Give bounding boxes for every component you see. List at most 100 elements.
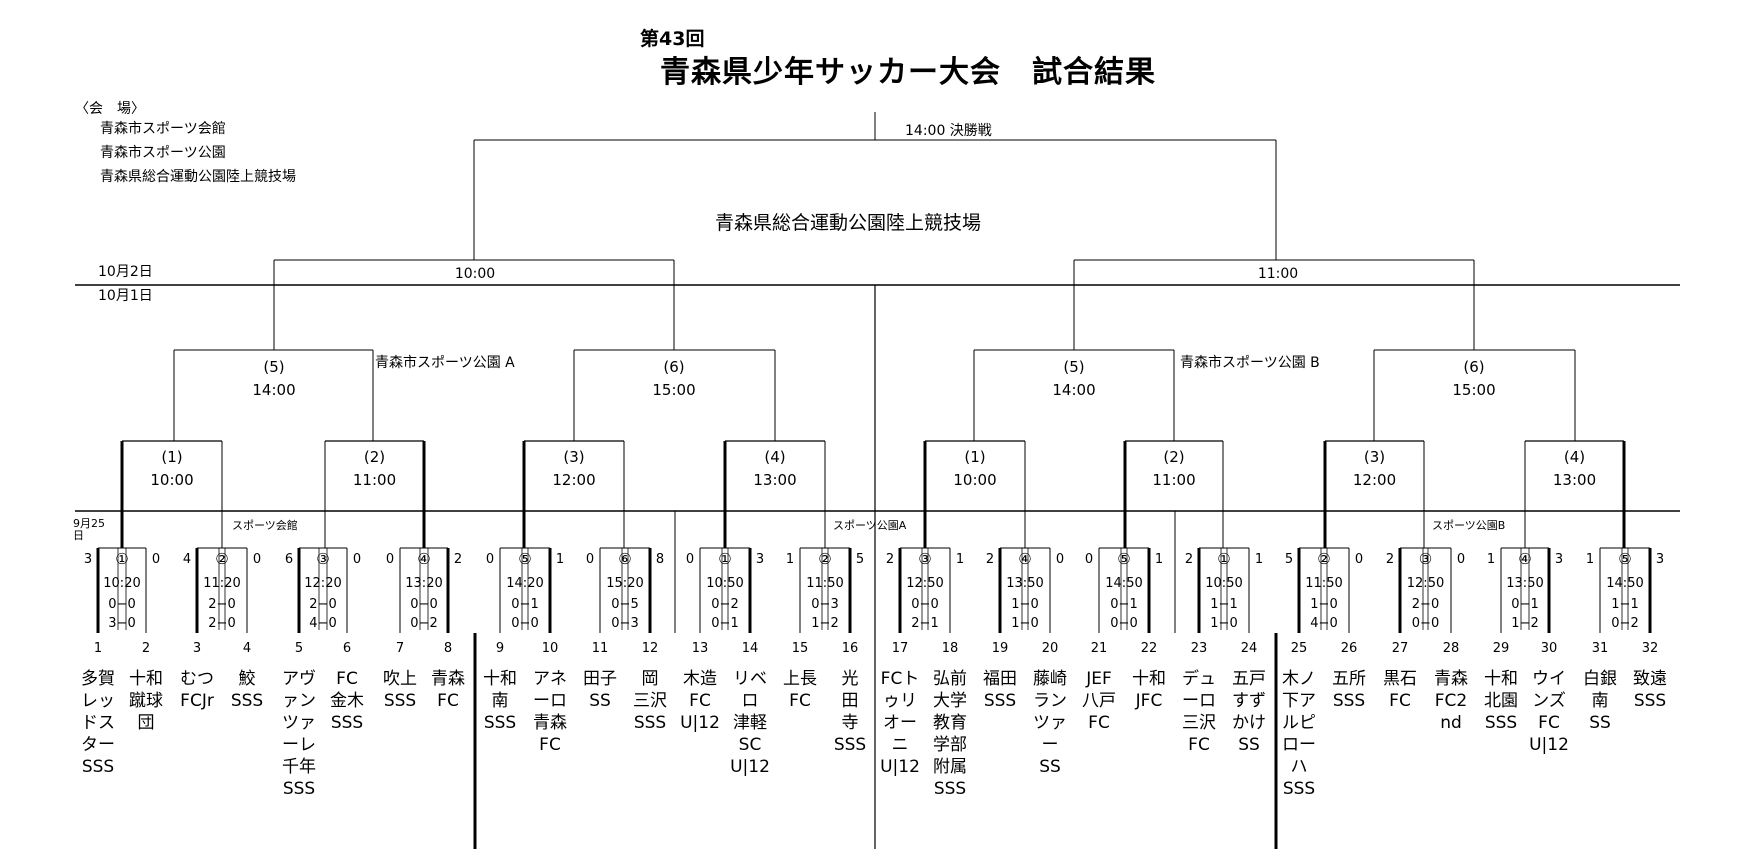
r1-match-number: ⑥ xyxy=(618,550,632,568)
r1-match-number: ① xyxy=(718,550,732,568)
r1-left-total: 0 xyxy=(585,552,595,567)
team-number: 8 xyxy=(443,641,453,656)
r1-match-number: ⑤ xyxy=(518,550,532,568)
r1-match-time: 12:50 xyxy=(1406,576,1445,591)
team-name-line: 附属 xyxy=(933,757,967,777)
r1-first-half-score: 0−0 xyxy=(410,597,438,612)
r2-match-number: (1) xyxy=(161,448,183,466)
team-name: 十和蹴球団 xyxy=(129,668,163,734)
team-name-line: 蹴球 xyxy=(129,691,163,711)
team-name-line: 多賀 xyxy=(81,669,115,689)
r1-second-half-score: 0−1 xyxy=(711,616,739,631)
team-number: 10 xyxy=(541,641,559,656)
r1-right-total: 3 xyxy=(1655,552,1665,567)
r1-second-half-score: 0−2 xyxy=(1611,616,1639,631)
team-name-line: ァン xyxy=(282,691,316,711)
r1-second-half-score: 4−0 xyxy=(1310,616,1338,631)
team-name-line: デュ xyxy=(1182,669,1216,689)
team-name-line: SS xyxy=(1238,735,1260,755)
team-name-line: 十和 xyxy=(129,669,163,689)
team-number: 25 xyxy=(1290,641,1308,656)
team-name-line: オー xyxy=(883,713,917,733)
team-name-line: 金木 xyxy=(330,691,364,711)
r1-match-number: ③ xyxy=(1418,550,1433,568)
r1-right-total: 0 xyxy=(151,552,161,567)
team-name-line: 弘前 xyxy=(933,669,967,689)
r1-second-half-score: 1−2 xyxy=(811,616,839,631)
r2-match-number: (2) xyxy=(1163,448,1185,466)
r1-second-half-score: 1−2 xyxy=(1511,616,1539,631)
venue-heading: 〈会 場〉 xyxy=(75,101,145,117)
r1-right-total: 1 xyxy=(1154,552,1164,567)
team-name-line: ウイ xyxy=(1532,669,1566,689)
team-name-line: 上長 xyxy=(783,669,817,689)
r1-venue-parkA: スポーツ公園A xyxy=(833,519,907,532)
r1-match-time: 13:50 xyxy=(1006,576,1044,591)
team-number: 11 xyxy=(591,641,609,656)
team-number: 1 xyxy=(93,641,103,656)
team-name-line: 岡 xyxy=(641,669,659,689)
team-name-line: 教育 xyxy=(933,713,967,733)
r1-match-number: ④ xyxy=(417,550,431,568)
r1-right-total: 8 xyxy=(655,552,665,567)
r1-match-time: 14:50 xyxy=(1105,576,1143,591)
r1-first-half-score: 1−1 xyxy=(1210,597,1238,612)
team-name-line: FC xyxy=(1538,713,1560,733)
date-sep25: 9月25日 xyxy=(73,517,105,542)
team-name-line: レッ xyxy=(81,691,115,711)
team-name-line: ゥリ xyxy=(883,691,917,711)
r1-match-time: 14:50 xyxy=(1606,576,1644,591)
team-name-line: 致遠 xyxy=(1633,669,1667,689)
team-name-line: JFC xyxy=(1135,691,1163,711)
r1-right-total: 0 xyxy=(1055,552,1065,567)
r1-left-total: 2 xyxy=(885,552,895,567)
team-name-line: U|12 xyxy=(730,757,770,777)
team-name-line: SSS xyxy=(230,691,264,711)
team-name-line: 白銀 xyxy=(1583,669,1617,689)
team-name-line: アネ xyxy=(533,669,567,689)
team-number: 22 xyxy=(1140,641,1158,656)
team-name-line: ター xyxy=(81,735,115,755)
team-name-line: SSS xyxy=(282,779,316,799)
team-name-line: 十和 xyxy=(1484,669,1518,689)
team-name-line: SSS xyxy=(633,713,667,733)
r2-match-number: (2) xyxy=(363,448,386,466)
r1-first-half-score: 1−1 xyxy=(1611,597,1639,612)
team-name-line: かけ xyxy=(1232,713,1266,733)
r1-second-half-score: 1−0 xyxy=(1210,616,1238,631)
r1-left-total: 5 xyxy=(1284,552,1294,567)
r1-match-time: 12:50 xyxy=(906,576,944,591)
team-number: 21 xyxy=(1090,641,1108,656)
r1-right-total: 5 xyxy=(855,552,865,567)
r1-first-half-score: 2−0 xyxy=(1411,597,1440,612)
r1-first-half-score: 0−1 xyxy=(1110,597,1138,612)
team-name-line: SSS xyxy=(1633,691,1667,711)
team-name-line: FC xyxy=(789,691,811,711)
team-number: 6 xyxy=(342,641,352,656)
team-name-line: FC xyxy=(689,691,711,711)
team-number: 5 xyxy=(294,641,304,656)
team-number: 9 xyxy=(495,641,505,656)
qf-right-venue: 青森市スポーツ公園 B xyxy=(1180,355,1320,371)
team-name-line: 青森 xyxy=(431,669,465,689)
final-label: 14:00 決勝戦 xyxy=(905,123,992,139)
r1-first-half-score: 0−0 xyxy=(108,597,136,612)
r1-match-number: ① xyxy=(1217,550,1231,568)
team-name-line: SSS xyxy=(1332,691,1366,711)
qf-match-time: 15:00 xyxy=(1452,381,1496,399)
team-name-line: 青森 xyxy=(533,713,567,733)
team-name-line: 八戸 xyxy=(1082,691,1116,711)
team-name-line: ーロ xyxy=(1182,691,1216,711)
r1-second-half-score: 0−2 xyxy=(410,616,438,631)
team-name-line: ハ xyxy=(1290,757,1308,777)
